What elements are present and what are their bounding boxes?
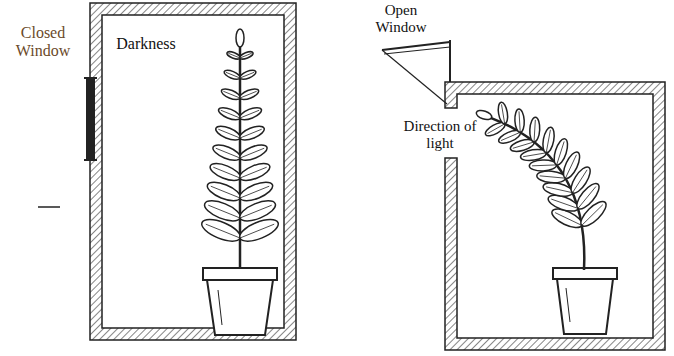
light-label: Direction of light — [398, 118, 482, 153]
room-wall — [445, 82, 665, 350]
window-label: Open Window — [368, 2, 434, 37]
open-window — [382, 50, 447, 104]
stem — [480, 114, 584, 270]
open-window — [384, 47, 450, 54]
leaf — [238, 123, 266, 142]
leaf — [199, 215, 243, 246]
closed-window — [86, 78, 95, 160]
leaf — [211, 142, 242, 164]
leaf — [536, 170, 566, 184]
leaf — [239, 50, 254, 60]
flower-pot — [553, 268, 617, 334]
room-wall — [90, 3, 296, 340]
leaf — [239, 87, 261, 102]
bud — [475, 109, 493, 122]
window-label: Closed Window — [6, 24, 80, 61]
window-frame — [84, 159, 97, 161]
leaf — [529, 159, 557, 171]
leaf — [239, 68, 257, 81]
leaf — [529, 117, 540, 142]
window-frame — [84, 77, 97, 79]
bud — [236, 29, 244, 47]
leaf — [237, 215, 281, 246]
leaf — [208, 160, 242, 184]
leaf — [514, 109, 525, 133]
leaf — [238, 142, 269, 164]
room-label: Darkness — [106, 35, 186, 53]
leaf — [223, 68, 241, 81]
leaf — [220, 87, 242, 102]
leaf — [226, 50, 241, 60]
leaf — [497, 102, 509, 125]
window-hinge — [449, 40, 451, 82]
open-window — [382, 42, 450, 50]
dash-mark — [38, 206, 60, 208]
leaf — [541, 126, 556, 153]
leaf — [238, 160, 272, 184]
flower-pot — [203, 268, 277, 335]
leaf — [238, 105, 263, 122]
leaf — [214, 123, 242, 142]
plant — [199, 29, 610, 270]
leaf — [217, 105, 242, 122]
